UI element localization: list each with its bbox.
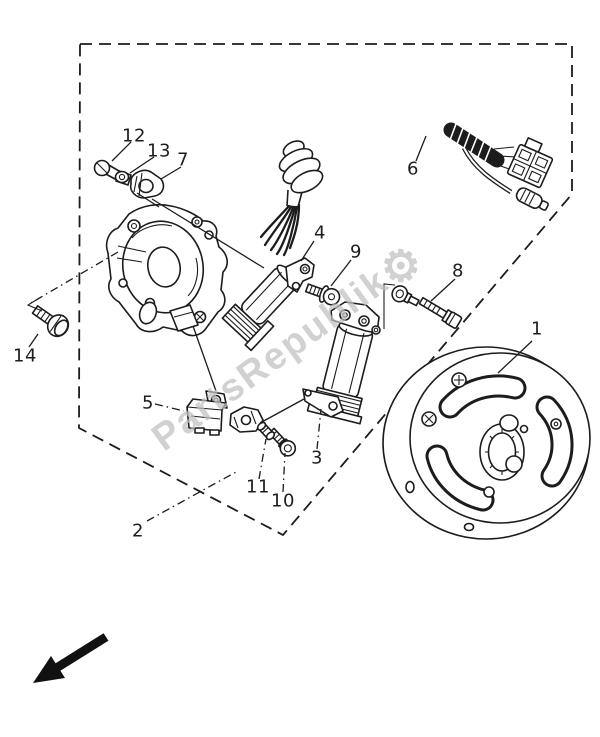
- part-label-6: 6: [407, 158, 419, 180]
- part-label-12: 12: [122, 125, 146, 147]
- wire-harness-part-6: [259, 83, 554, 257]
- screw-part-14: [31, 305, 70, 338]
- part-label-2: 2: [132, 520, 144, 542]
- part-label-1: 1: [531, 318, 543, 340]
- part-label-10: 10: [271, 490, 295, 512]
- part-label-7: 7: [177, 149, 189, 171]
- part-label-9: 9: [350, 241, 362, 263]
- holder-bracket: [229, 406, 264, 433]
- bullet-terminal: [515, 187, 549, 211]
- harness-grommet: [278, 140, 324, 194]
- cdi-unit-part-5: [186, 390, 228, 436]
- leader-lines: [28, 135, 533, 424]
- leader-arrowhead: [26, 296, 43, 312]
- frayed-wires: [259, 203, 301, 257]
- part-label-4: 4: [314, 222, 326, 244]
- ignition-coil-part-3: [302, 301, 381, 425]
- harness-connector: [506, 137, 554, 189]
- screw-part-9: [304, 283, 341, 306]
- nut-part-13: [114, 170, 132, 186]
- part-label-13: 13: [147, 140, 171, 162]
- source-coil-part-4: [221, 257, 315, 352]
- dash-dot-leader-lines: [30, 251, 322, 522]
- part-label-11: 11: [246, 476, 270, 498]
- wire-clamp-part-7: [129, 169, 165, 199]
- part-label-5: 5: [142, 392, 154, 414]
- direction-arrow-icon: [33, 633, 109, 683]
- part-label-8: 8: [452, 260, 464, 282]
- part-label-3: 3: [311, 447, 323, 469]
- mount-screw: [391, 285, 420, 307]
- bolt-part-8: [418, 296, 463, 329]
- flywheel-rotor-part-1: [382, 346, 591, 540]
- part-label-14: 14: [13, 345, 37, 367]
- nut-part-11: [256, 421, 276, 441]
- stator-base-plate: [105, 203, 228, 337]
